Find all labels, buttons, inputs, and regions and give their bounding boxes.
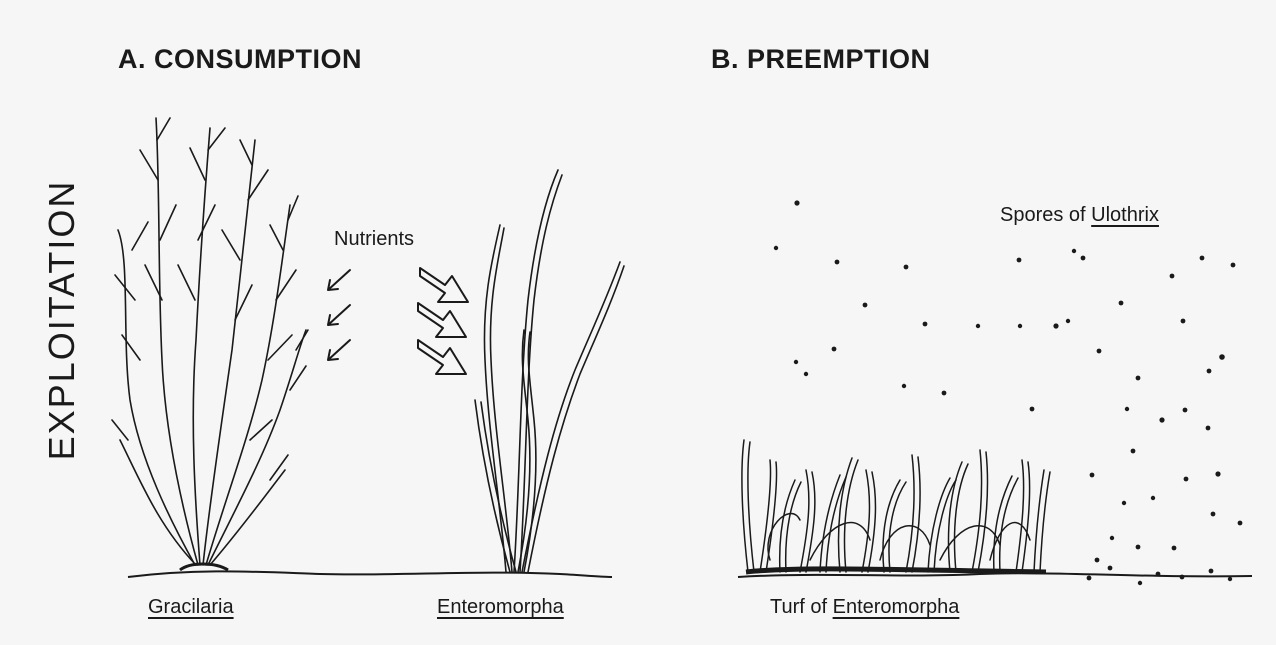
spore	[1030, 407, 1035, 412]
turf-label: Turf of Enteromorpha	[770, 596, 959, 619]
spore	[1184, 477, 1189, 482]
spore	[1151, 496, 1155, 500]
enteromorpha-plant	[475, 170, 624, 572]
spore	[1228, 577, 1232, 581]
spore	[1108, 566, 1113, 571]
spore	[1159, 417, 1164, 422]
spore	[1066, 319, 1070, 323]
spore	[1181, 319, 1186, 324]
spore	[835, 260, 840, 265]
spore	[1207, 369, 1212, 374]
spore	[1231, 263, 1236, 268]
spore	[1110, 536, 1114, 540]
enteromorpha-label: Enteromorpha	[437, 596, 564, 619]
spore	[1119, 301, 1124, 306]
spore	[1180, 575, 1185, 580]
spore	[1125, 407, 1129, 411]
spore	[1211, 512, 1216, 517]
spore	[1138, 581, 1142, 585]
spore	[1017, 258, 1022, 263]
spores-label: Spores of Ulothrix	[1000, 204, 1159, 227]
spores-prefix: Spores of	[1000, 204, 1091, 226]
spore	[1122, 501, 1126, 505]
gracilaria-label: Gracilaria	[148, 596, 234, 619]
spore	[1156, 572, 1161, 577]
gracilaria-plant	[112, 118, 308, 565]
spore	[1018, 324, 1022, 328]
spore	[1097, 349, 1102, 354]
turf-species: Enteromorpha	[833, 596, 960, 618]
spore	[804, 372, 808, 376]
nutrient-arrows-large	[418, 268, 468, 374]
spore	[1090, 473, 1095, 478]
spore	[1209, 569, 1214, 574]
panel-b-heading: B. PREEMPTION	[711, 44, 931, 75]
spore	[1215, 471, 1220, 476]
spore	[863, 303, 868, 308]
spore	[794, 360, 798, 364]
spore	[1172, 546, 1177, 551]
spore	[1200, 256, 1205, 261]
spore	[1072, 249, 1076, 253]
spore	[1131, 449, 1136, 454]
exploitation-label: EXPLOITATION	[41, 180, 83, 461]
spore	[1136, 545, 1141, 550]
spore	[942, 391, 947, 396]
spore	[904, 265, 909, 270]
nutrient-arrows-small	[328, 270, 350, 360]
spore	[832, 347, 837, 352]
spore	[976, 324, 980, 328]
ground-line-a	[128, 571, 612, 577]
gracilaria-holdfast	[180, 564, 228, 570]
turf-prefix: Turf of	[770, 596, 833, 618]
nutrients-label: Nutrients	[334, 228, 414, 251]
spore	[1170, 274, 1175, 279]
spores-species: Ulothrix	[1091, 204, 1159, 226]
spore	[1219, 354, 1225, 360]
ground-line-b	[738, 573, 1252, 577]
spore	[1136, 376, 1141, 381]
spore	[794, 200, 799, 205]
spore	[902, 384, 906, 388]
enteromorpha-turf	[742, 440, 1050, 572]
spore	[1206, 426, 1211, 431]
spore	[1053, 323, 1058, 328]
spore	[1087, 576, 1092, 581]
panel-a-heading: A. CONSUMPTION	[118, 44, 362, 75]
spore	[1095, 558, 1100, 563]
spore	[1183, 408, 1188, 413]
spore	[923, 322, 928, 327]
turf-base	[746, 569, 1046, 572]
spore	[774, 246, 778, 250]
spore	[1238, 521, 1243, 526]
spore	[1081, 256, 1086, 261]
